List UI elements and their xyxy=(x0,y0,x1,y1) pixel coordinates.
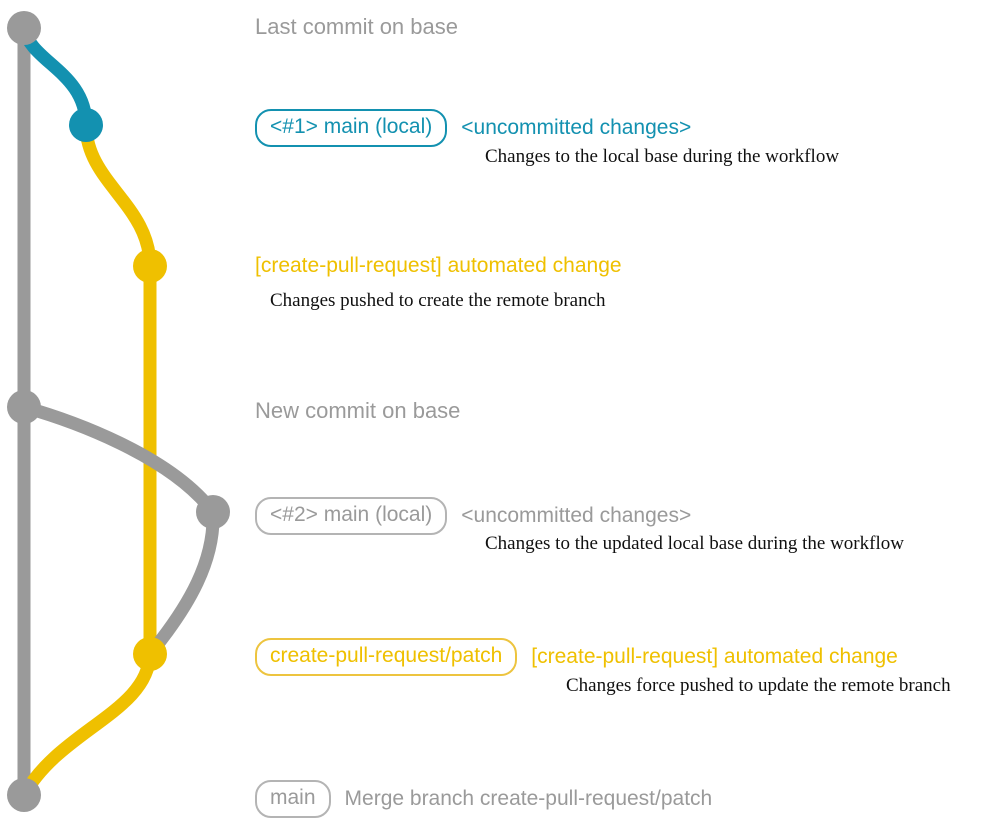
commit-note-local-1: Changes to the local base during the wor… xyxy=(485,146,840,167)
branch-badge-local-1[interactable]: <#1> main (local) xyxy=(255,109,448,147)
commit-row-local-1: <#1> main (local) <uncommitted changes> xyxy=(255,109,691,147)
branch-badge-local-2[interactable]: <#2> main (local) xyxy=(255,497,448,535)
local-branch-line-3 xyxy=(143,505,220,661)
commit-node-automated-change-2[interactable] xyxy=(133,637,167,671)
patch-branch-line-2 xyxy=(17,647,157,802)
patch-branch-line-1 xyxy=(79,118,157,661)
commit-row-automated-change-2: create-pull-request/patch [create-pull-r… xyxy=(255,638,898,676)
commit-subject-local-1: <uncommitted changes> xyxy=(461,116,692,139)
commit-note-automated-change-1: Changes pushed to create the remote bran… xyxy=(270,290,606,311)
commit-note-local-2: Changes to the updated local base during… xyxy=(485,533,904,554)
branch-badge-automated-change-2[interactable]: create-pull-request/patch xyxy=(255,638,518,676)
commit-subject-local-2: <uncommitted changes> xyxy=(461,504,692,527)
commit-node-local-2[interactable] xyxy=(196,495,230,529)
commit-row-automated-change-1: [create-pull-request] automated change xyxy=(255,253,622,279)
commit-subject-automated-change-2: [create-pull-request] automated change xyxy=(531,645,898,668)
branch-badge-merge[interactable]: main xyxy=(255,780,331,818)
commit-row-local-2: <#2> main (local) <uncommitted changes> xyxy=(255,497,691,535)
local-branch-line-1 xyxy=(17,21,93,132)
commit-subject-merge: Merge branch create-pull-request/patch xyxy=(344,787,713,810)
commit-subject-last-commit-on-base: Last commit on base xyxy=(255,14,458,39)
commit-subject-automated-change-1: [create-pull-request] automated change xyxy=(255,254,622,277)
commit-node-automated-change-1[interactable] xyxy=(133,249,167,283)
commit-node-local-1[interactable] xyxy=(69,108,103,142)
commit-row-merge: main Merge branch create-pull-request/pa… xyxy=(255,780,712,818)
commit-subject-new-commit-on-base: New commit on base xyxy=(255,398,461,423)
commit-node-last-commit-on-base[interactable] xyxy=(7,11,41,45)
commit-note-automated-change-2: Changes force pushed to update the remot… xyxy=(566,675,951,696)
local-branch-line-2 xyxy=(17,400,220,519)
commit-node-new-commit-on-base[interactable] xyxy=(7,390,41,424)
commit-node-merge[interactable] xyxy=(7,778,41,812)
